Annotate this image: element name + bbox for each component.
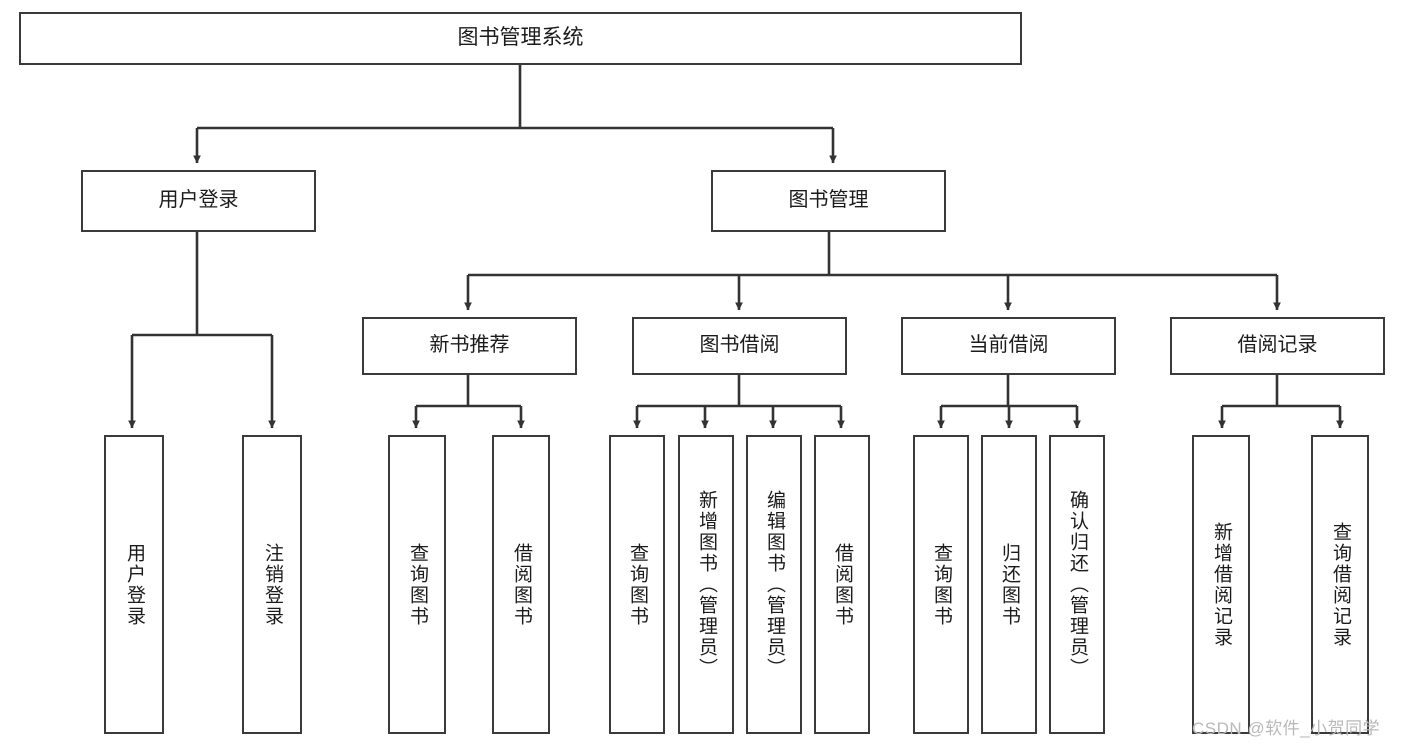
node-borrow-record[interactable]: 借阅记录 <box>1170 317 1385 375</box>
leaf-borrow-book-2[interactable]: 借阅图书 <box>814 435 870 734</box>
leaf-return-book[interactable]: 归还图书 <box>981 435 1037 734</box>
leaf-logout[interactable]: 注销登录 <box>242 435 302 734</box>
leaf-query-book-2[interactable]: 查询图书 <box>609 435 665 734</box>
leaf-query-record[interactable]: 查询借阅记录 <box>1311 435 1369 734</box>
node-label: 借阅图书 <box>831 542 853 627</box>
leaf-add-record[interactable]: 新增借阅记录 <box>1192 435 1250 734</box>
node-book-borrow[interactable]: 图书借阅 <box>632 317 847 375</box>
node-label: 编辑图书（管理员） <box>763 490 785 679</box>
node-label: 确认归还（管理员） <box>1066 490 1088 679</box>
node-label: 新增图书（管理员） <box>695 490 717 679</box>
node-label: 新增借阅记录 <box>1210 521 1232 648</box>
watermark: CSDN @软件_小贺同学 <box>1192 719 1381 738</box>
node-label: 当前借阅 <box>968 334 1049 357</box>
leaf-query-book-3[interactable]: 查询图书 <box>913 435 969 734</box>
node-label: 查询图书 <box>406 542 428 627</box>
node-label: 查询图书 <box>626 542 648 627</box>
leaf-user-login[interactable]: 用户登录 <box>104 435 164 734</box>
node-label: 注销登录 <box>261 542 283 627</box>
node-label: 归还图书 <box>998 542 1020 627</box>
leaf-borrow-book-1[interactable]: 借阅图书 <box>492 435 550 734</box>
leaf-confirm-return[interactable]: 确认归还（管理员） <box>1049 435 1105 734</box>
leaf-edit-book[interactable]: 编辑图书（管理员） <box>746 435 802 734</box>
node-label: 图书管理 <box>788 189 869 212</box>
node-new-book-recommend[interactable]: 新书推荐 <box>362 317 577 375</box>
node-label: 借阅图书 <box>510 542 532 627</box>
node-user-login[interactable]: 用户登录 <box>81 170 316 232</box>
node-label: 图书管理系统 <box>457 26 584 50</box>
node-label: 查询借阅记录 <box>1329 521 1351 648</box>
node-label: 用户登录 <box>123 542 145 627</box>
node-book-management-system[interactable]: 图书管理系统 <box>19 12 1022 65</box>
node-current-borrow[interactable]: 当前借阅 <box>901 317 1116 375</box>
node-label: 新书推荐 <box>429 334 510 357</box>
node-label: 图书借阅 <box>699 334 780 357</box>
leaf-add-book[interactable]: 新增图书（管理员） <box>678 435 734 734</box>
node-label: 借阅记录 <box>1237 334 1318 357</box>
node-label: 查询图书 <box>930 542 952 627</box>
leaf-query-book-1[interactable]: 查询图书 <box>388 435 446 734</box>
node-label: 用户登录 <box>158 189 239 212</box>
node-book-management[interactable]: 图书管理 <box>711 170 946 232</box>
